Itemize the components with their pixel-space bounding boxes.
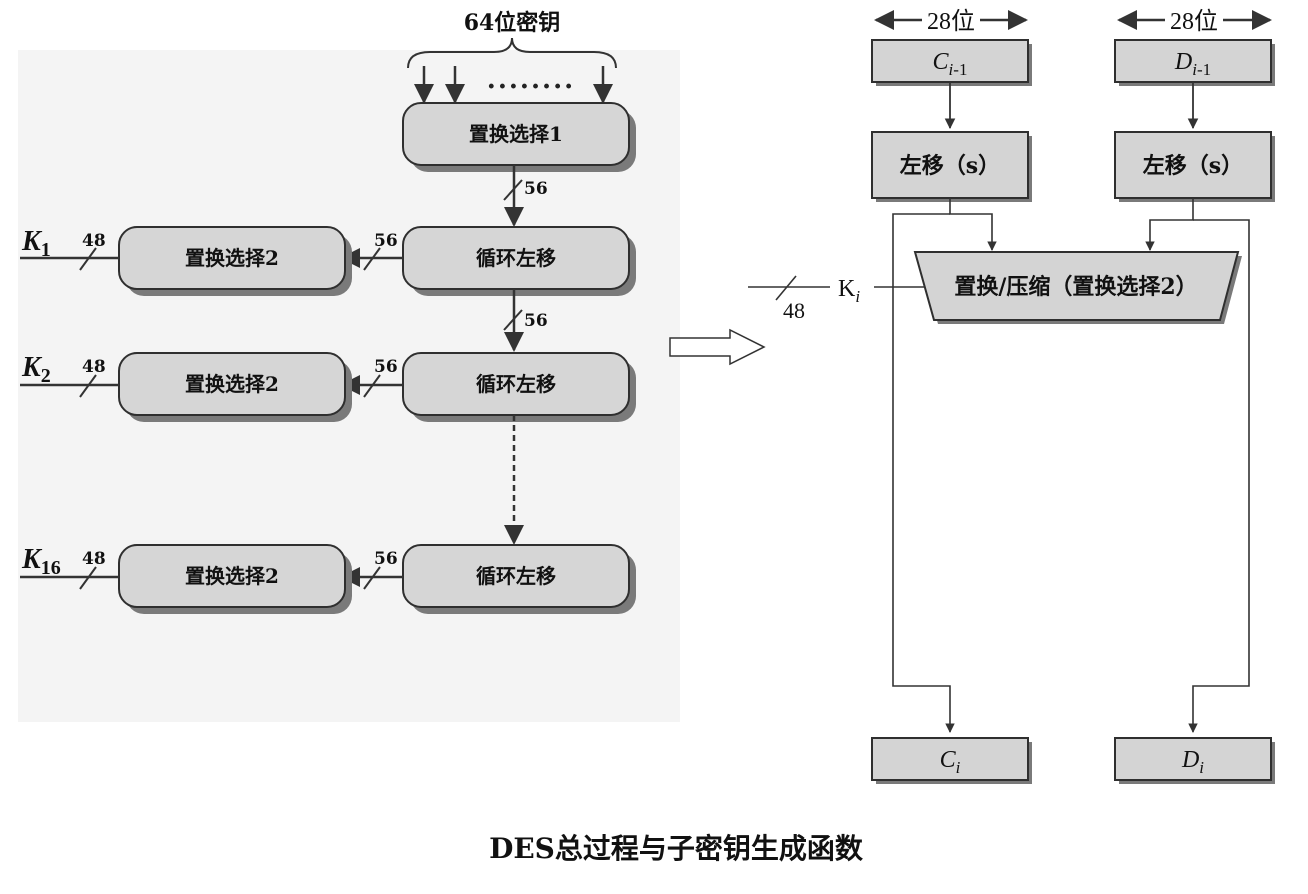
d-out-label: Di: [1181, 747, 1204, 777]
c-split-to-compress: [949, 198, 997, 251]
k16-label: K16: [21, 544, 61, 579]
c-out-label: Ci: [940, 747, 961, 777]
d-out-box: [1114, 737, 1272, 781]
slash-56-e: [363, 566, 381, 590]
c-split-to-output: [892, 213, 955, 733]
pc2-label-2: 置换选择2: [185, 372, 279, 396]
slash-56-d: [363, 374, 381, 398]
left-panel: 64位密钥 ........ 置换选择1 56 循环左移 56 置换选择2 48…: [18, 10, 680, 722]
c-out-box: [871, 737, 1029, 781]
key-bit-dots: ........: [487, 65, 575, 95]
bits-48-16: 48: [82, 549, 106, 569]
pc1-label: 置换选择1: [469, 122, 563, 146]
pc2-label-1: 置换选择2: [185, 246, 279, 270]
d-shift-box: [1114, 131, 1272, 199]
figure-caption: DES总过程与子密钥生成函数: [489, 832, 864, 865]
ki-label: Ki: [838, 276, 860, 306]
c-prev-label: Ci-1: [933, 49, 968, 79]
slash-56-b: [363, 247, 381, 271]
c-shift-label: 左移（s）: [900, 153, 1000, 179]
k1-label: K1: [21, 226, 51, 261]
width-label-c: 28位: [927, 8, 975, 35]
bits-48-1: 48: [82, 231, 106, 251]
width-label-d-bg: [1165, 6, 1223, 34]
width-label-d: 28位: [1170, 8, 1218, 35]
bits-56-a: 56: [524, 179, 548, 199]
compress-box: [913, 251, 1240, 321]
right-panel: 28位 28位 Ci-1 Di-1 左移（s） 左移（s） 置换/压缩（置换选择…: [748, 6, 1275, 784]
bits-48-ki: 48: [783, 298, 805, 323]
c-prev-box: [871, 39, 1029, 83]
slash-48-16: [79, 566, 97, 590]
shift2-label: 循环左移: [476, 372, 556, 396]
width-label-c-bg: [922, 6, 980, 34]
d-split-to-output: [1188, 219, 1250, 733]
key-64-label: 64位密钥: [464, 10, 561, 36]
slash-48-ki: [775, 275, 797, 301]
slash-48-2: [79, 374, 97, 398]
d-shift-label: 左移（s）: [1143, 153, 1243, 179]
pc2-label-16: 置换选择2: [185, 564, 279, 588]
slash-48-1: [79, 247, 97, 271]
compress-label: 置换/压缩（置换选择2）: [954, 274, 1197, 300]
d-prev-label: Di-1: [1174, 49, 1211, 79]
bits-56-e: 56: [374, 549, 398, 569]
k2-label: K2: [21, 352, 51, 387]
d-split-to-compress: [1145, 198, 1194, 251]
shift1-label: 循环左移: [476, 246, 556, 270]
bits-56-c: 56: [524, 311, 548, 331]
bits-56-b: 56: [374, 231, 398, 251]
bits-56-d: 56: [374, 357, 398, 377]
key-brace: [407, 37, 617, 69]
bits-48-2: 48: [82, 357, 106, 377]
slash-56-c: [503, 309, 523, 331]
hollow-right-arrow-icon: [669, 328, 766, 366]
shift16-label: 循环左移: [476, 564, 556, 588]
pc1-box: [402, 102, 630, 166]
slash-56-a: [503, 179, 523, 201]
